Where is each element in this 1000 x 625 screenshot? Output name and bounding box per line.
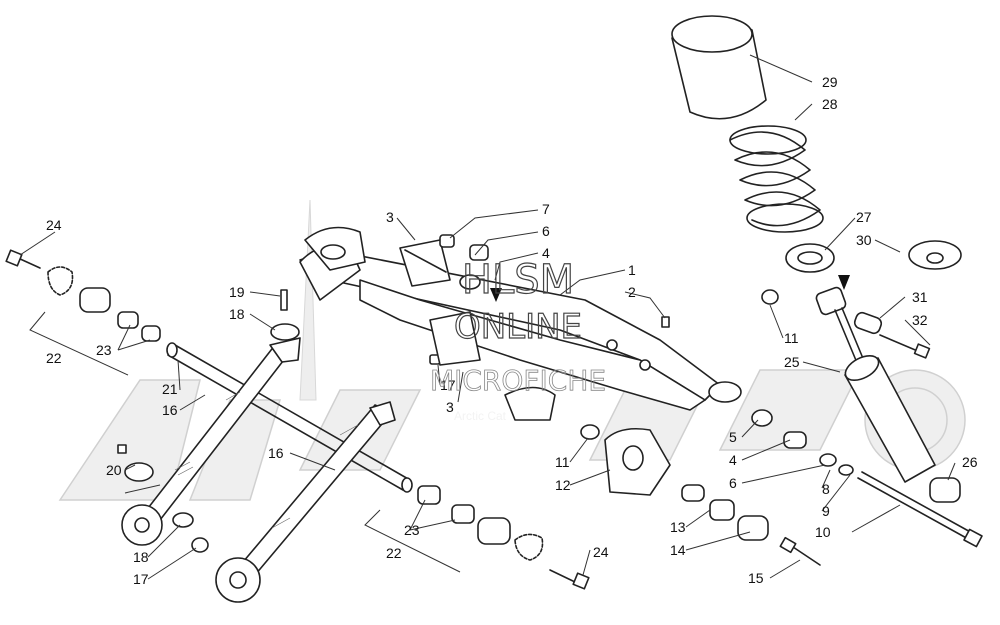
callout-23b: 23 xyxy=(404,522,420,538)
coil-spring xyxy=(729,125,824,233)
right-hardware xyxy=(681,289,931,566)
callout-26: 26 xyxy=(962,454,978,470)
callout-13: 13 xyxy=(670,519,686,535)
callout-2: 2 xyxy=(628,284,636,300)
hatch-left xyxy=(174,391,241,476)
left-lower-hardware xyxy=(117,289,300,553)
right-axle-hardware xyxy=(417,485,590,590)
callout-3b: 3 xyxy=(446,399,454,415)
callout-8: 8 xyxy=(822,481,830,497)
callout-4b: 4 xyxy=(729,452,737,468)
spring-cover xyxy=(671,15,767,120)
watermark-line1: HLSM xyxy=(462,257,574,303)
callout-21: 21 xyxy=(162,381,178,397)
callout-22b: 22 xyxy=(386,545,402,561)
callout-1: 1 xyxy=(628,262,636,278)
callout-24a: 24 xyxy=(46,217,62,233)
callout-19: 19 xyxy=(229,284,245,300)
idler-arm-right xyxy=(215,401,396,603)
callout-29: 29 xyxy=(822,74,838,90)
watermark: HLSM ONLINE MICROFICHE xyxy=(430,256,607,397)
watermark-line3: MICROFICHE xyxy=(430,364,606,397)
callout-20: 20 xyxy=(106,462,122,478)
shock-absorber xyxy=(815,286,961,503)
watermark-line2: ONLINE xyxy=(454,307,582,347)
callout-23a: 23 xyxy=(96,342,112,358)
callout-16a: 16 xyxy=(162,402,178,418)
callout-31: 31 xyxy=(912,289,928,305)
direction-arrows xyxy=(490,275,850,302)
callout-14: 14 xyxy=(670,542,686,558)
middle-hardware xyxy=(429,234,670,440)
callout-18a: 18 xyxy=(229,306,245,322)
left-axle-hardware xyxy=(5,249,161,342)
long-bolt xyxy=(857,471,983,548)
pivot-block xyxy=(304,226,366,271)
callout-9: 9 xyxy=(822,503,830,519)
callout-12: 12 xyxy=(555,477,571,493)
callout-28: 28 xyxy=(822,96,838,112)
callout-22a: 22 xyxy=(46,350,62,366)
callout-17b: 17 xyxy=(133,571,149,587)
callout-6b: 6 xyxy=(729,475,737,491)
leader-lines xyxy=(19,54,956,580)
callout-24b: 24 xyxy=(593,544,609,560)
callout-25: 25 xyxy=(784,354,800,370)
callout-4a: 4 xyxy=(542,245,550,261)
callout-7: 7 xyxy=(542,201,550,217)
callout-labels: 1 2 3 3 4 4 5 6 6 7 8 9 10 11 11 12 13 1… xyxy=(46,74,978,587)
callout-18b: 18 xyxy=(133,549,149,565)
background-logo-text: Arctic Cat xyxy=(454,409,507,423)
axle-shaft xyxy=(166,342,413,493)
callout-10: 10 xyxy=(815,524,831,540)
callout-17a: 17 xyxy=(440,377,456,393)
callout-30: 30 xyxy=(856,232,872,248)
bracket-upper xyxy=(399,239,451,287)
callout-3a: 3 xyxy=(386,209,394,225)
callout-16b: 16 xyxy=(268,445,284,461)
callout-32: 32 xyxy=(912,312,928,328)
callout-15: 15 xyxy=(748,570,764,586)
idler-arm-left xyxy=(121,337,301,546)
callout-27: 27 xyxy=(856,209,872,225)
callout-6a: 6 xyxy=(542,223,550,239)
spring-retainers xyxy=(785,240,962,273)
pivot-cam xyxy=(604,427,671,496)
callout-11b: 11 xyxy=(784,330,799,346)
callout-5: 5 xyxy=(729,429,737,445)
callout-11a: 11 xyxy=(555,454,570,470)
